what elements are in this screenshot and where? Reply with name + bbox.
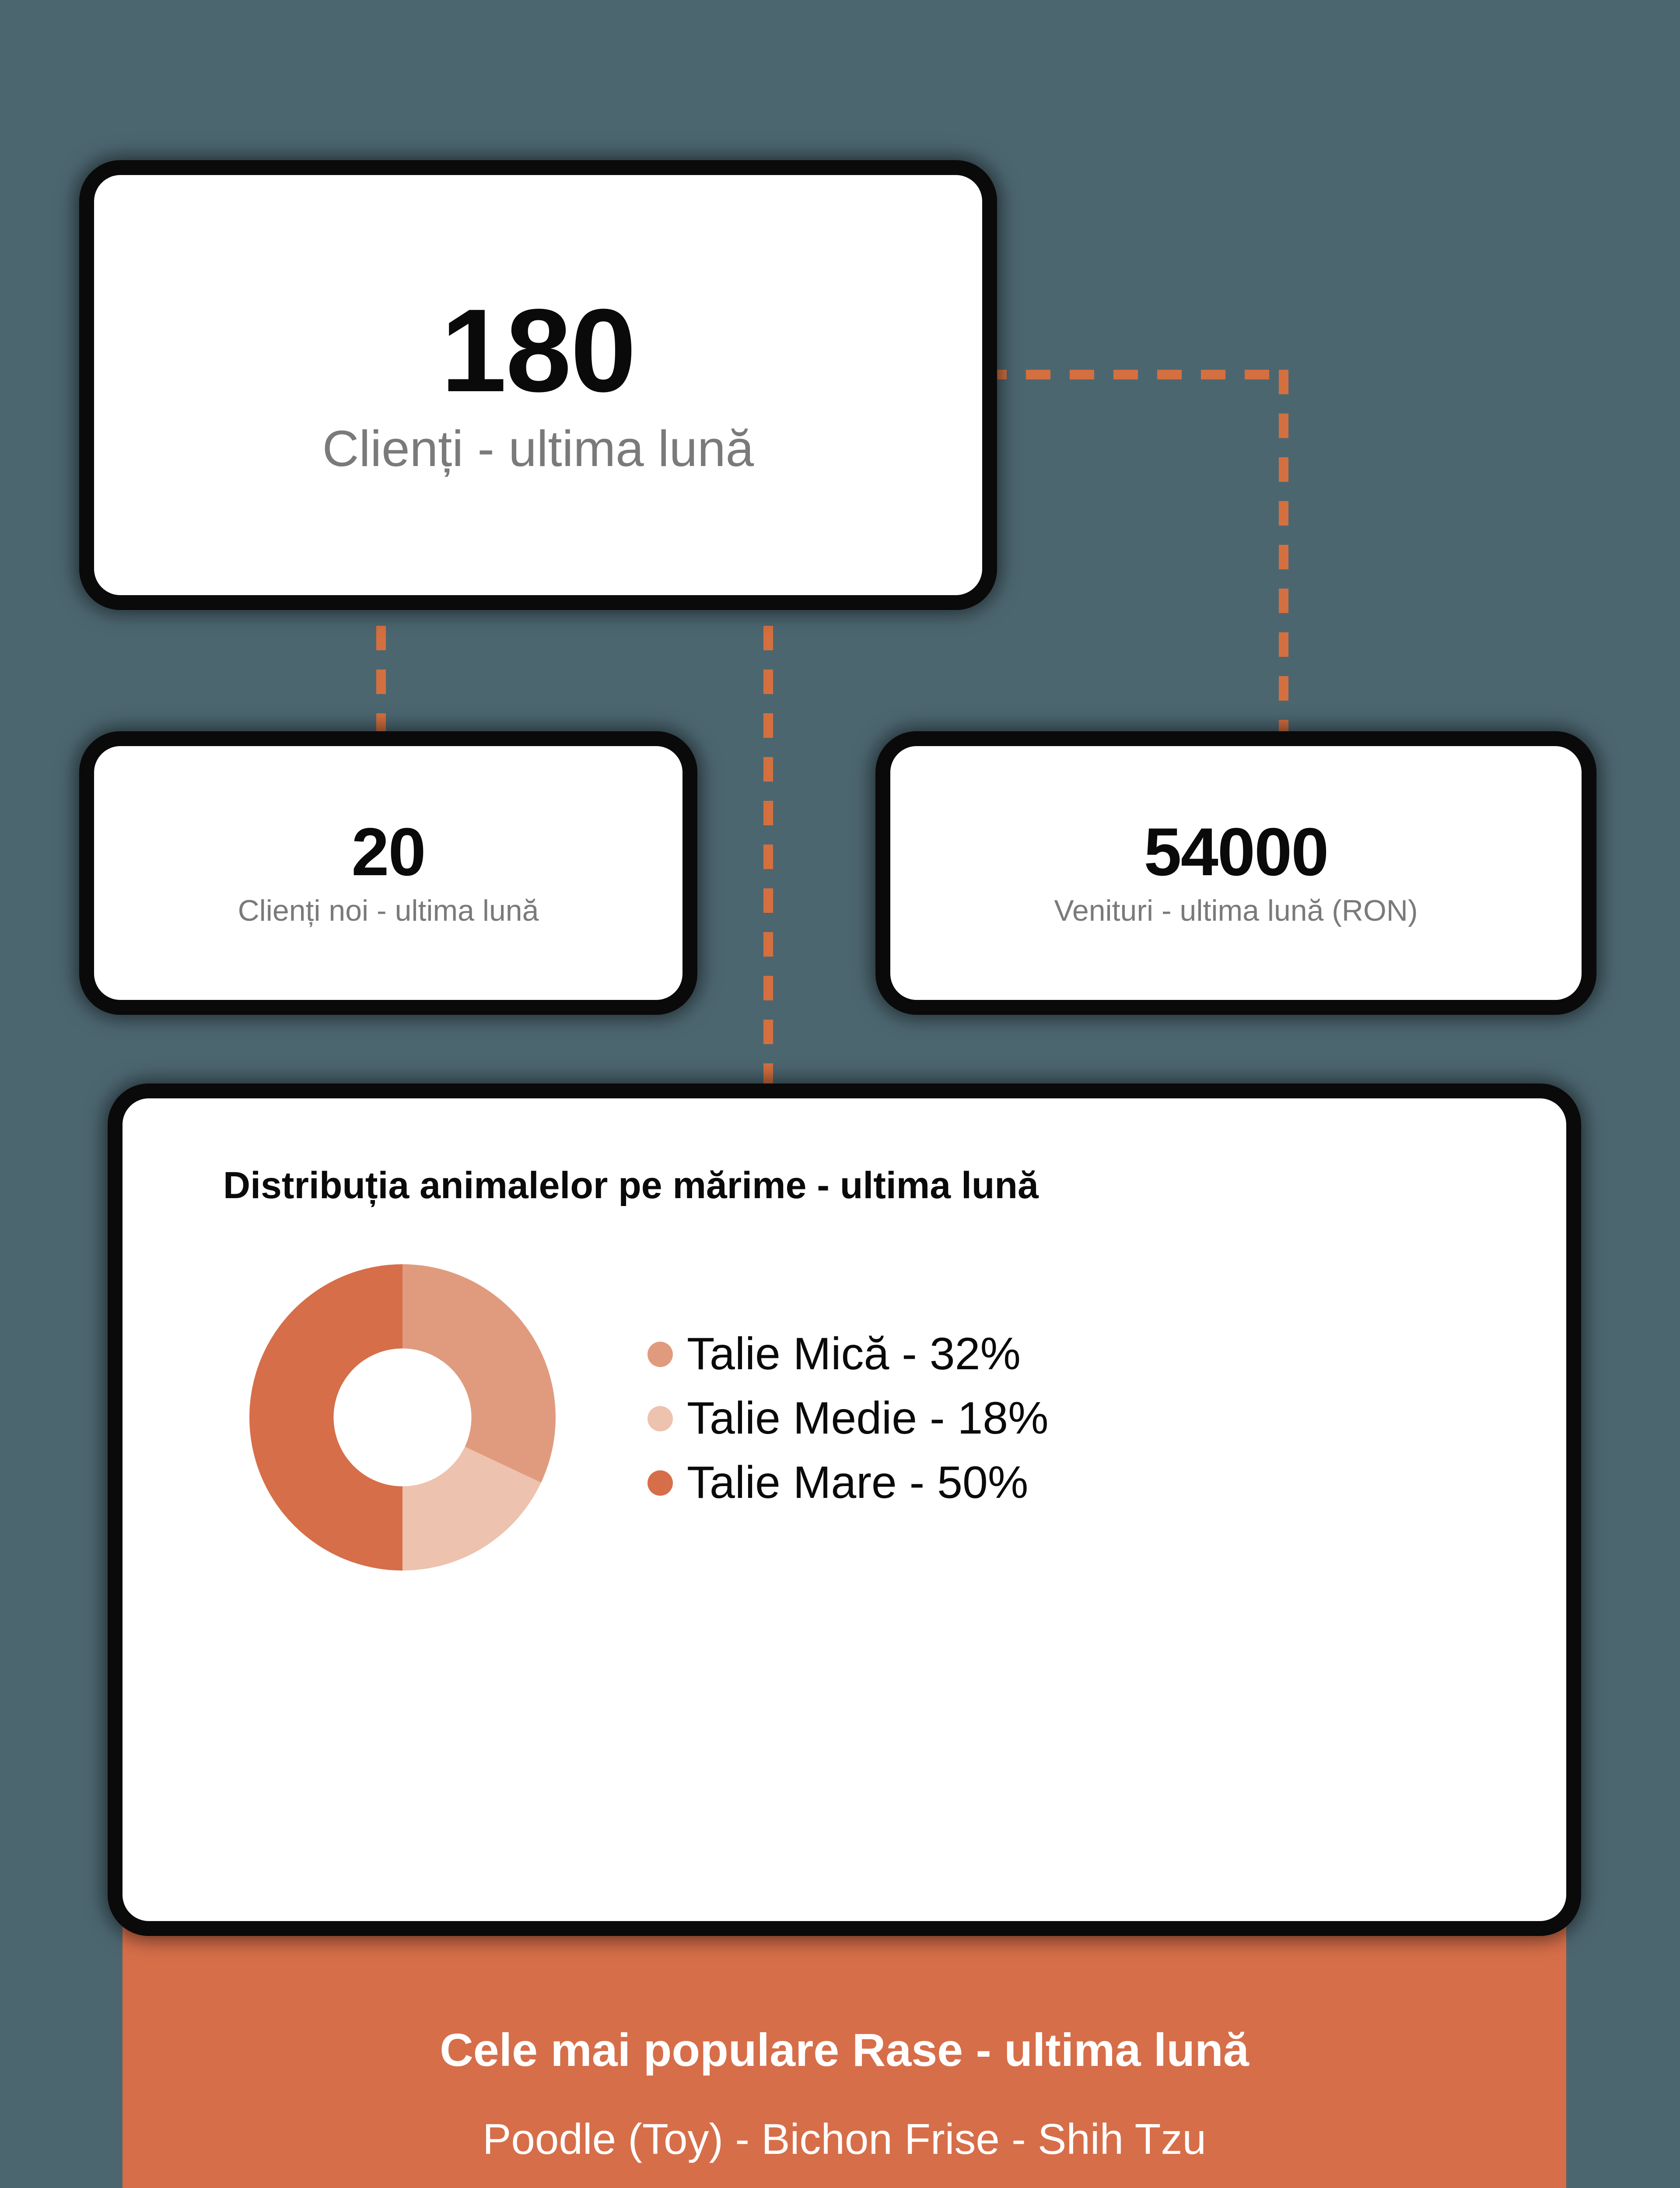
kpi-clients-value: 180 [441, 285, 636, 417]
legend-swatch-icon [648, 1406, 673, 1431]
kpi-card-revenue[interactable]: 54000 Venituri - ultima lună (RON) [890, 746, 1582, 1000]
donut-slice-talie-mare[interactable] [249, 1264, 402, 1571]
connector-clients-to-revenue-vertical [1279, 370, 1288, 755]
donut-chart-svg [249, 1264, 556, 1571]
distribution-chart-area: Talie Mică - 32% Talie Medie - 18% Talie M… [122, 1264, 1566, 1573]
kpi-card-new-clients[interactable]: 20 Clienți noi - ultima lună [94, 746, 682, 1000]
donut-chart-legend: Talie Mică - 32% Talie Medie - 18% Talie M… [648, 1328, 1049, 1509]
legend-item-label: Talie Mare - 50% [687, 1457, 1029, 1508]
connector-clients-to-revenue-horizontal [982, 370, 1288, 379]
legend-item[interactable]: Talie Mică - 32% [648, 1328, 1049, 1380]
distribution-card[interactable]: Distribuția animalelor pe mărime - ultim… [122, 1098, 1566, 1921]
popular-breeds-banner: Cele mai populare Rase - ultima lună Poo… [122, 1877, 1566, 2188]
legend-item-label: Talie Mică - 32% [687, 1329, 1021, 1379]
legend-item-label: Talie Medie - 18% [687, 1393, 1049, 1444]
kpi-clients-label: Clienți - ultima lună [322, 420, 754, 477]
donut-slice-talie-mică[interactable] [402, 1264, 556, 1483]
kpi-new-clients-value: 20 [351, 814, 426, 890]
popular-breeds-list: Poodle (Toy) - Bichon Frise - Shih Tzu [483, 2115, 1206, 2163]
distribution-chart-title: Distribuția animalelor pe mărime - ultim… [223, 1164, 1039, 1206]
kpi-card-clients[interactable]: 180 Clienți - ultima lună [94, 175, 982, 595]
legend-swatch-icon [648, 1341, 673, 1367]
legend-item[interactable]: Talie Medie - 18% [648, 1392, 1049, 1445]
connector-clients-to-distribution [763, 582, 773, 1109]
kpi-revenue-value: 54000 [1144, 814, 1329, 890]
popular-breeds-title: Cele mai populare Rase - ultima lună [440, 2024, 1249, 2076]
donut-slice-talie-medie[interactable] [402, 1447, 541, 1571]
connector-clients-to-new-clients [376, 582, 386, 757]
donut-chart[interactable] [249, 1264, 556, 1573]
legend-item[interactable]: Talie Mare - 50% [648, 1457, 1049, 1509]
kpi-revenue-label: Venituri - ultima lună (RON) [1054, 894, 1418, 928]
legend-swatch-icon [648, 1470, 673, 1496]
kpi-new-clients-label: Clienți noi - ultima lună [238, 894, 539, 928]
